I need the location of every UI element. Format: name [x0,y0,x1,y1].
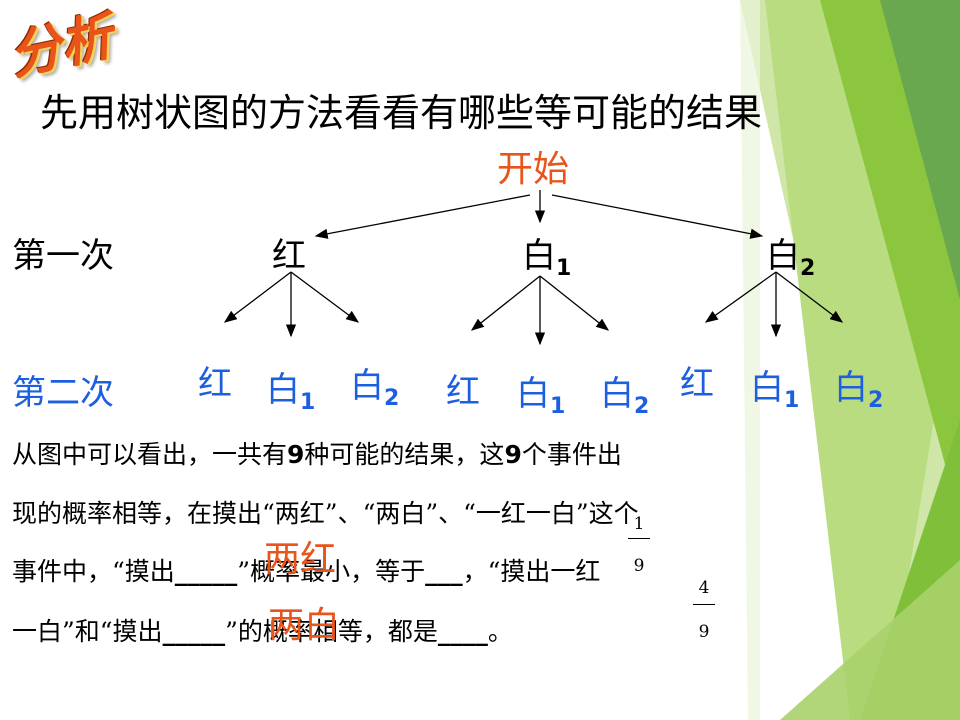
level2-node: 红 [198,364,232,404]
fraction-denominator: 9 [633,556,645,576]
edge-root-white2 [551,194,764,239]
level1-node-red: 红 [272,236,306,276]
text-line-2: 现的概率相等，在摸出“两红”、“两白”、“一红一白”这个 [12,499,639,528]
answer-equal-case: 两白 [268,605,341,646]
fraction-numerator: 4 [698,578,710,598]
level2-node: 红 [446,372,480,412]
edge-white1-red [470,275,541,331]
tree-root: 开始 [497,149,570,190]
text-line-4: 一白”和“摸出_____”的概率相等，都是____。 [12,617,513,646]
answer-least-likely: 两红 [264,539,337,580]
text-line-3: 事件中，“摸出_____”概率最小，等于___，“摸出一红 [12,557,601,586]
level2-node: 白2 [600,374,650,419]
edge-white1-white2 [539,275,610,331]
level1-label: 第一次 [12,236,114,276]
fraction-bar [628,538,650,539]
level2-node: 白1 [266,370,316,415]
edge-white2-white2 [775,271,844,323]
level2-label: 第二次 [12,373,114,413]
level2-node: 白1 [516,374,566,419]
fraction-numerator: 1 [633,514,645,534]
level2-node: 白1 [750,368,800,413]
level2-node: 白2 [350,366,400,411]
edge-white2-red [704,271,777,323]
heading: 先用树状图的方法看看有哪些等可能的结果 [40,91,763,135]
level1-node-white2: 白2 [766,236,816,281]
level2-node: 白2 [834,368,884,413]
edge-red-red [223,271,292,323]
fraction-bar [693,604,715,605]
level1-node-white1: 白1 [522,236,572,281]
fraction-denominator: 9 [698,622,710,642]
edge-root-red [314,194,531,239]
text-line-1: 从图中可以看出，一共有9种可能的结果，这9个事件出 [12,440,622,469]
level2-node: 红 [680,364,714,404]
edge-red-white2 [290,271,360,323]
